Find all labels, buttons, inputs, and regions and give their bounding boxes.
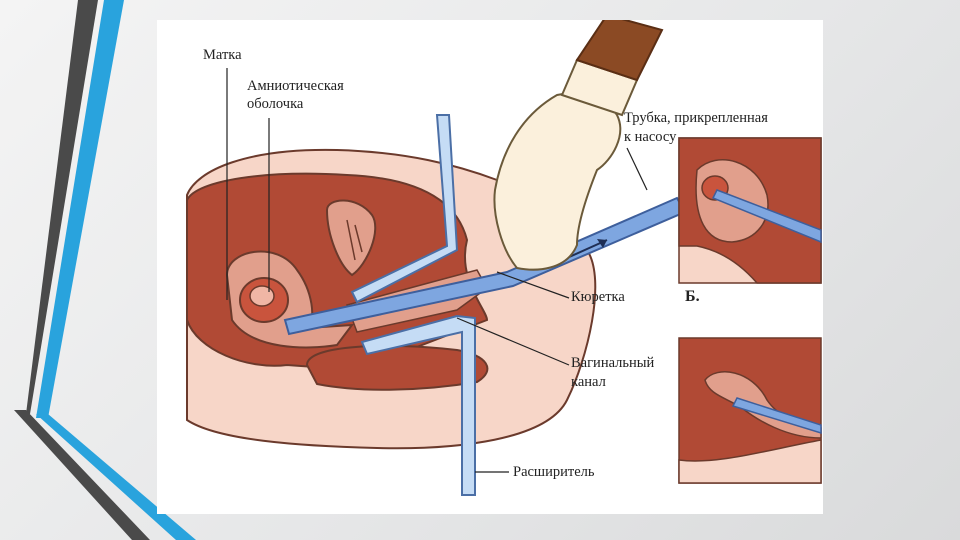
label-tube-line1: Трубка, прикрепленная (624, 110, 768, 127)
inset-panel-b (679, 138, 821, 283)
label-vaginal-line2: канал (571, 374, 606, 391)
procedure-figure: Матка Амниотическая оболочка Трубка, при… (157, 20, 823, 514)
label-vaginal-line1: Вагинальный (571, 355, 654, 372)
label-panel-b: Б. (685, 288, 700, 305)
accent-bar-dark-lower (14, 410, 150, 540)
inset-panel-lower (679, 338, 821, 483)
leader-tube (627, 148, 647, 190)
label-amniotic-line1: Амниотическая (247, 78, 344, 95)
bowel-shape (307, 346, 487, 390)
label-dilator: Расширитель (513, 464, 595, 481)
label-uterus: Матка (203, 47, 242, 64)
label-tube-line2: к насосу (624, 129, 676, 146)
label-amniotic-line2: оболочка (247, 96, 303, 113)
accent-bar-dark (26, 0, 98, 414)
label-curette: Кюретка (571, 289, 625, 306)
embryo (250, 286, 274, 306)
